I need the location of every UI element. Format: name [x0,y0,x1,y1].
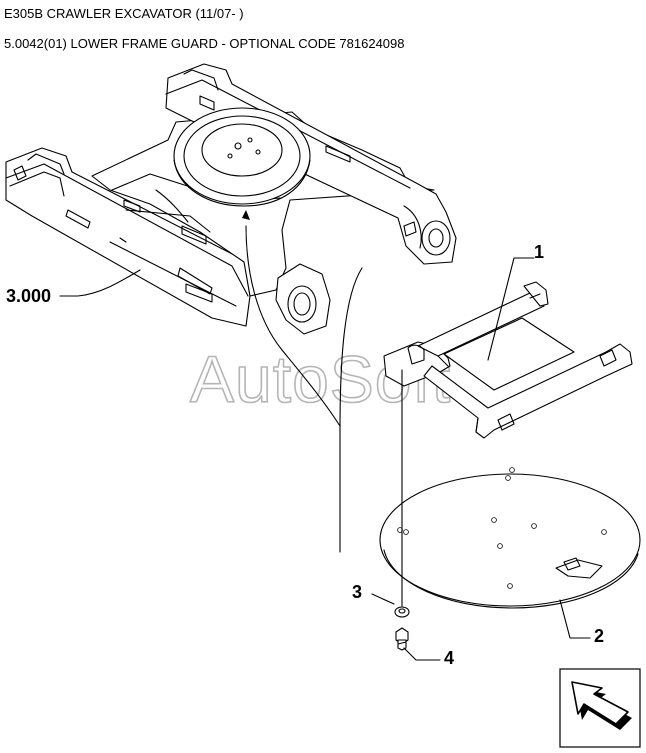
arrow-up-left-icon [571,681,632,730]
washer-part [394,606,410,618]
lower-frame-drawing [5,63,457,335]
callout-frame-reference: 3.000 [6,286,51,306]
assembly-lines [59,210,591,661]
callout-item-3: 3 [352,582,362,602]
callout-item-4: 4 [444,648,454,668]
guard-plate-part [379,467,641,609]
bolt-part [395,627,409,651]
section-title: 5.0042(01) LOWER FRAME GUARD - OPTIONAL … [4,36,405,51]
callout-item-2: 2 [594,626,604,646]
back-navigation-button[interactable] [559,668,641,748]
guard-frame-part [383,281,633,439]
model-title: E305B CRAWLER EXCAVATOR (11/07- ) [4,6,244,21]
callout-item-1: 1 [534,242,544,262]
